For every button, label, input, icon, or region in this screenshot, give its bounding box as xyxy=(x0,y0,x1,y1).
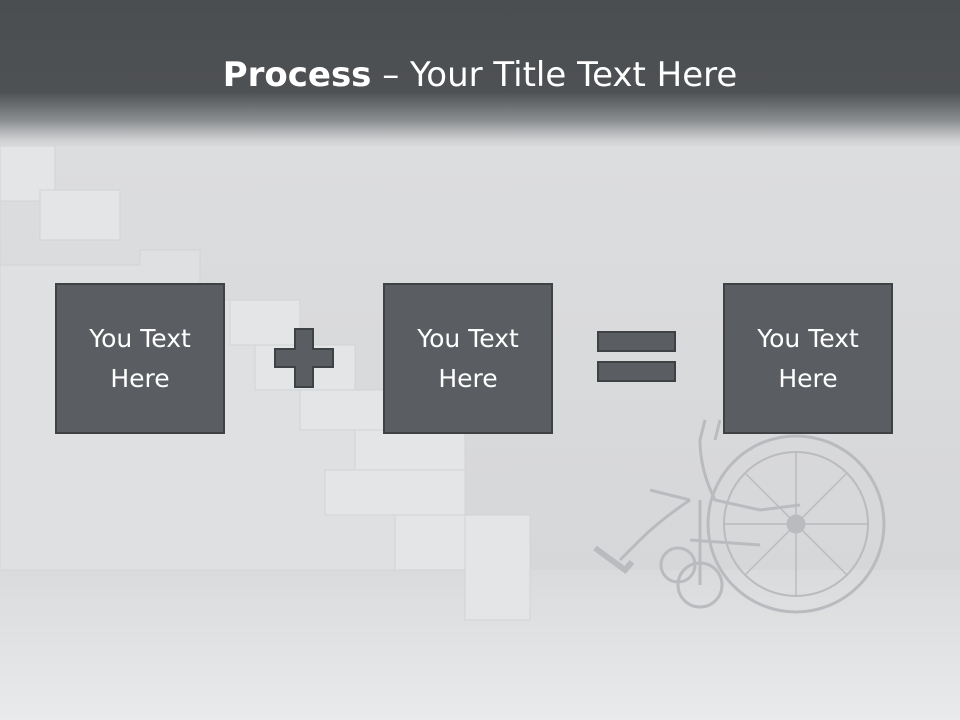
equals-icon xyxy=(597,331,676,382)
process-box-label: You Text Here xyxy=(417,323,519,393)
wheelchair xyxy=(593,419,886,614)
title-strong: Process xyxy=(222,55,372,95)
process-box-label: You Text Here xyxy=(89,323,191,393)
process-box-2[interactable]: You Text Here xyxy=(383,283,553,434)
plus-icon xyxy=(274,328,334,388)
slide-title: Process – Your Title Text Here xyxy=(0,52,960,98)
process-box-label: You Text Here xyxy=(757,323,859,393)
title-rest: – Your Title Text Here xyxy=(371,55,738,95)
process-box-1[interactable]: You Text Here xyxy=(55,283,225,434)
title-bar xyxy=(0,0,960,146)
process-box-3[interactable]: You Text Here xyxy=(723,283,893,434)
